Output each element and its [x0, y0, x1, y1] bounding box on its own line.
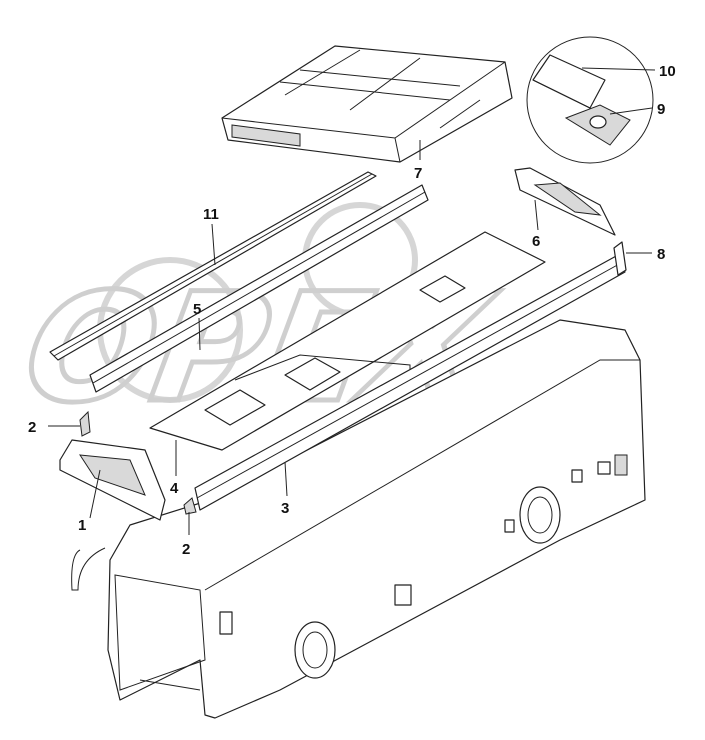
callout-10: 10 — [659, 63, 676, 80]
part-2-bracket-upper — [79, 410, 91, 437]
part-3-side-rail — [194, 254, 626, 511]
part-1-front-cap — [59, 439, 166, 521]
callout-8: 8 — [657, 246, 665, 263]
part-6-rear-cap — [514, 167, 616, 236]
callout-2-lower: 2 — [182, 541, 190, 558]
part-7-ac-unit — [221, 45, 513, 163]
callout-6: 6 — [532, 233, 540, 250]
leader-lines — [48, 67, 656, 535]
part-5-side-rail — [89, 184, 429, 393]
part-8-end-cap — [613, 241, 627, 276]
detail-circle — [526, 36, 654, 164]
part-11-trim-strip — [49, 171, 377, 361]
callout-11: 11 — [203, 206, 219, 223]
callout-4: 4 — [170, 480, 179, 497]
part-4-roof-panel — [149, 231, 546, 451]
callout-1: 1 — [78, 517, 86, 534]
callout-5: 5 — [193, 301, 201, 318]
bus-outline — [71, 319, 646, 719]
callout-9: 9 — [657, 101, 665, 118]
part-2-bracket-lower — [183, 497, 197, 515]
callout-3: 3 — [281, 500, 289, 517]
callout-7: 7 — [414, 165, 422, 182]
callout-2-upper: 2 — [28, 419, 36, 436]
